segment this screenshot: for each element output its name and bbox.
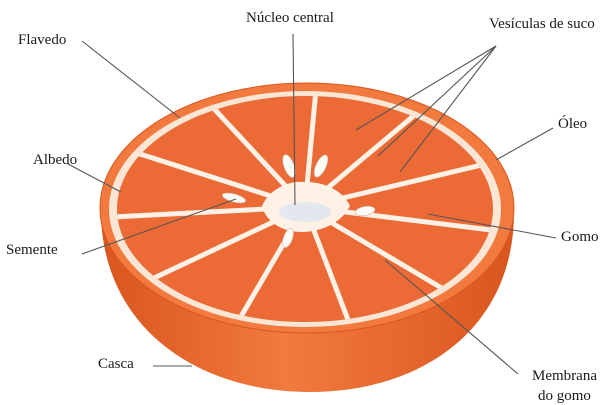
label-do-gomo: do gomo xyxy=(538,388,591,404)
label-albedo: Albedo xyxy=(33,152,77,168)
label-oleo: Óleo xyxy=(558,116,587,132)
leader-flavedo xyxy=(82,41,180,118)
leader-oleo xyxy=(496,128,553,160)
label-nucleo-central: Núcleo central xyxy=(246,10,334,26)
label-membrana: Membrana xyxy=(532,368,597,384)
label-vesiculas-de-suco: Vesículas de suco xyxy=(489,16,595,32)
label-flavedo: Flavedo xyxy=(18,32,66,48)
label-casca: Casca xyxy=(98,356,134,372)
label-semente: Semente xyxy=(6,242,58,258)
label-gomo: Gomo xyxy=(561,229,599,245)
core-highlight xyxy=(279,202,331,222)
